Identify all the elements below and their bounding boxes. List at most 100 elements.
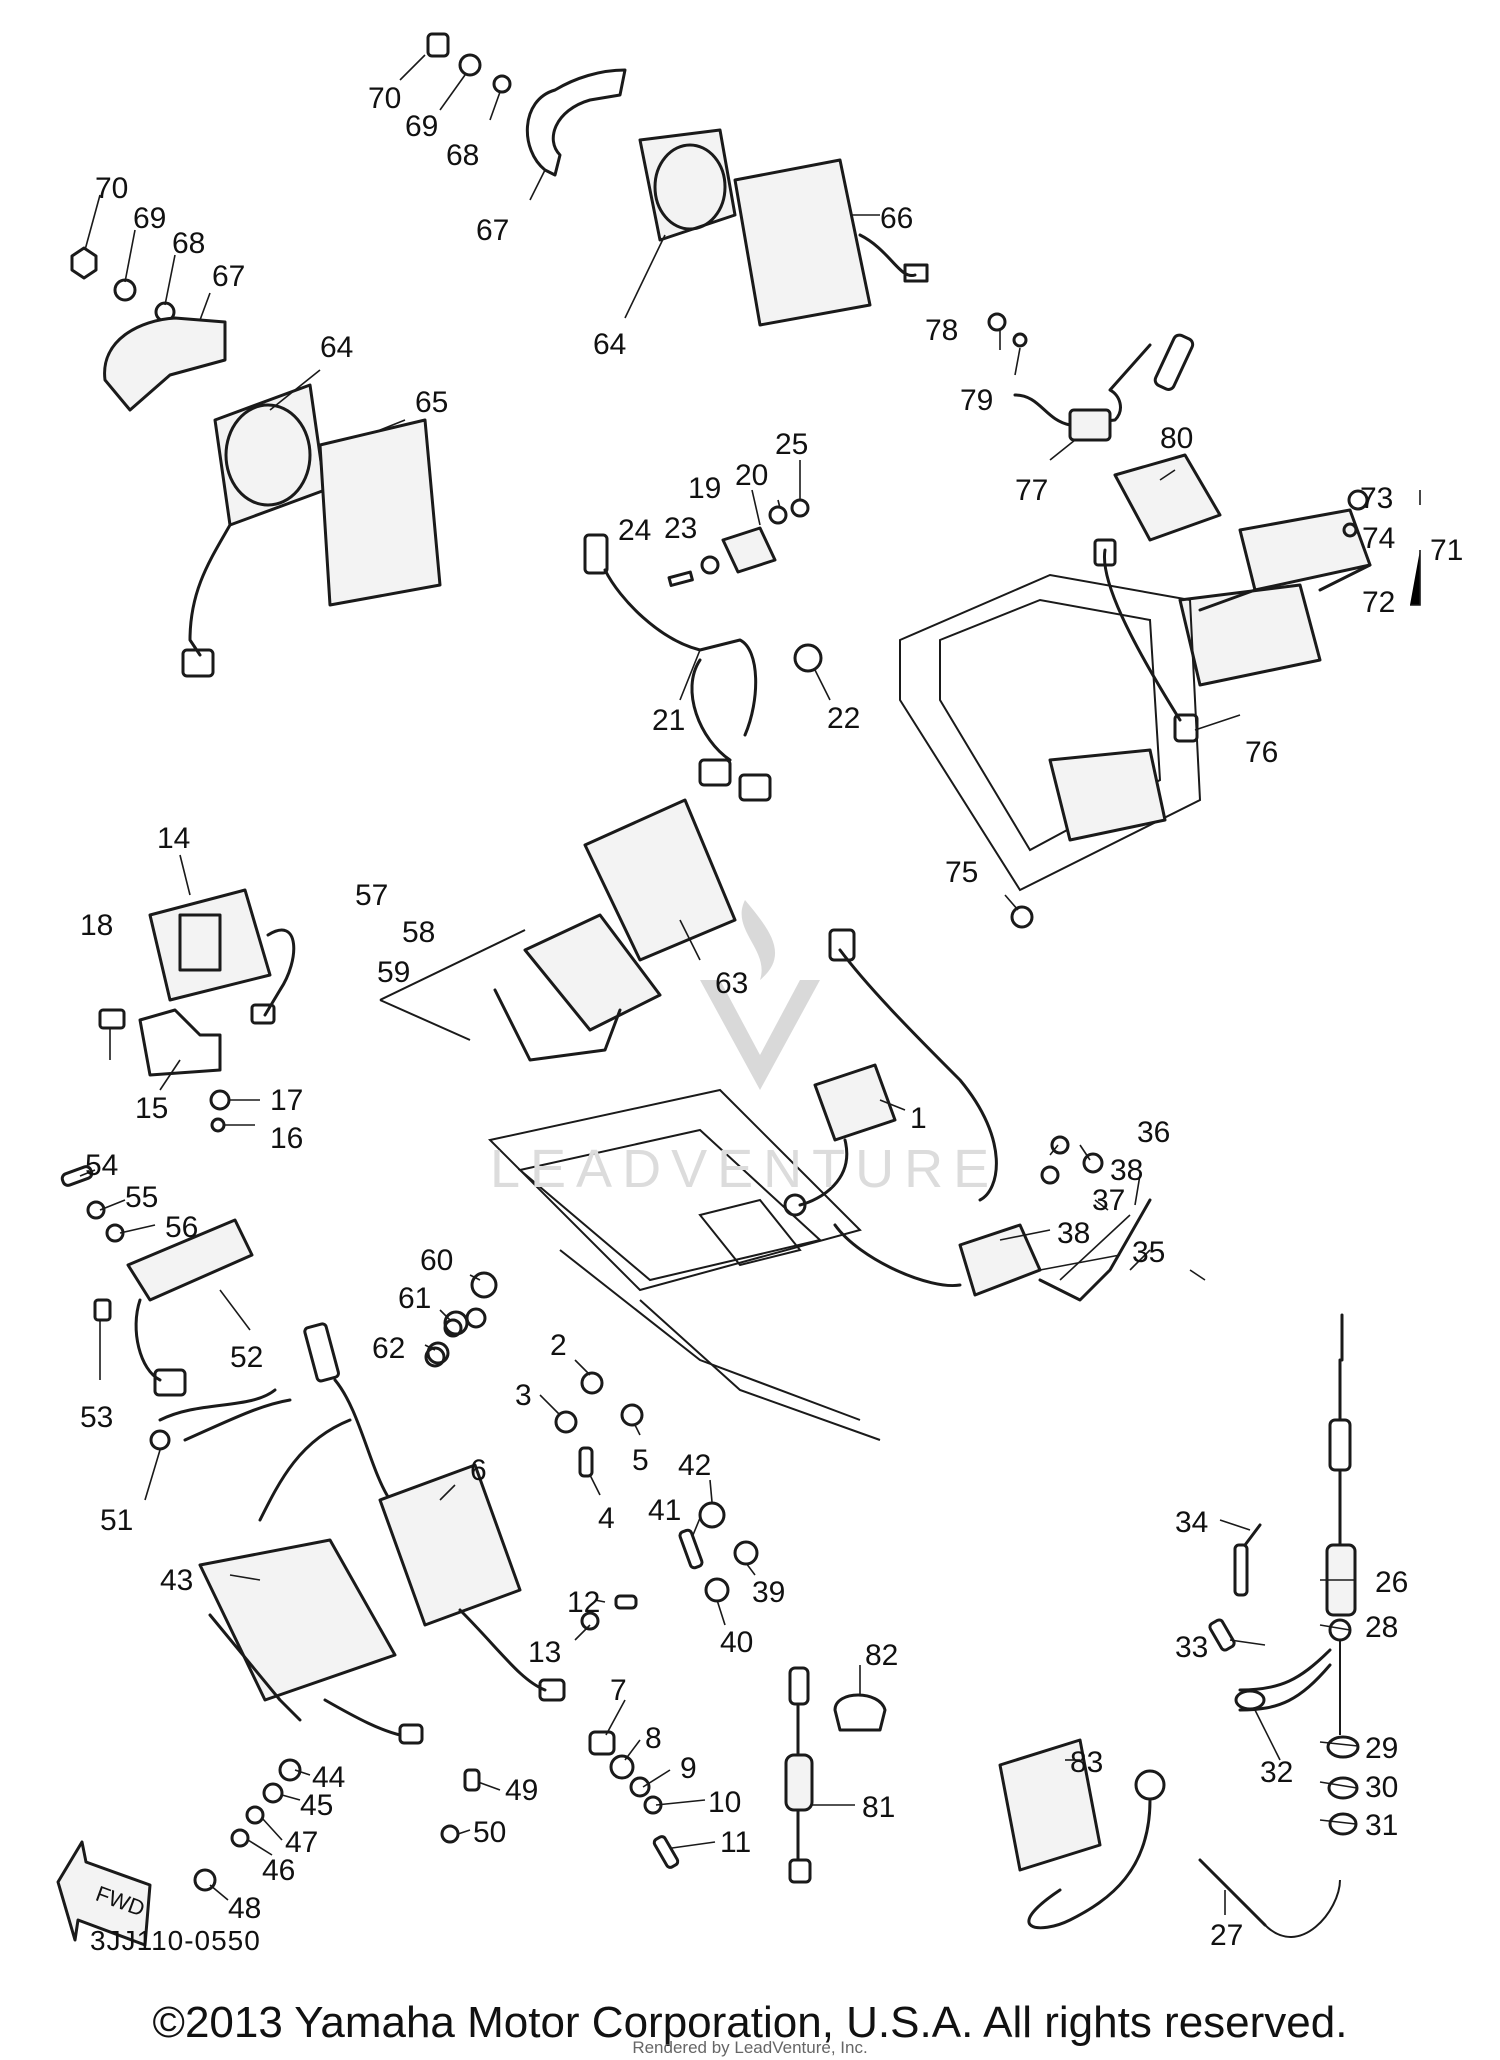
callout-57: 57 xyxy=(355,879,388,912)
washer-icon xyxy=(458,53,482,77)
callout-51: 51 xyxy=(100,1504,133,1537)
screw-icon xyxy=(987,312,1007,332)
fwd-arrow-icon: FWD xyxy=(56,1840,152,1947)
washer-icon xyxy=(492,74,512,94)
callout-9: 9 xyxy=(680,1752,697,1785)
callout-41: 41 xyxy=(648,1494,681,1527)
callout-56: 56 xyxy=(165,1211,198,1244)
callout-20: 20 xyxy=(735,459,768,492)
callout-77: 77 xyxy=(1015,474,1048,507)
callout-42: 42 xyxy=(678,1449,711,1482)
upper-speaker-group xyxy=(426,32,929,327)
left-speaker-group xyxy=(70,246,442,678)
callout-4: 4 xyxy=(598,1502,615,1535)
harness-group xyxy=(60,1165,638,1892)
callout-73: 73 xyxy=(1360,482,1393,515)
callout-59: 59 xyxy=(377,956,410,989)
speaker-cover-icon xyxy=(103,316,227,412)
callout-13: 13 xyxy=(528,1636,561,1669)
callout-69: 69 xyxy=(133,202,166,235)
callout-15: 15 xyxy=(135,1092,168,1125)
callout-81: 81 xyxy=(862,1791,895,1824)
lower-right-group xyxy=(784,1313,1360,1938)
fasteners-group xyxy=(426,1271,759,1869)
callout-74: 74 xyxy=(1362,522,1395,555)
callout-68: 68 xyxy=(446,139,479,172)
relay-icon xyxy=(958,1223,1042,1297)
callout-33: 33 xyxy=(1175,1631,1208,1664)
callout-47: 47 xyxy=(285,1826,318,1859)
switch-icon xyxy=(1068,408,1112,442)
callout-60: 60 xyxy=(420,1244,453,1277)
console-group xyxy=(379,798,1152,1441)
callout-6: 6 xyxy=(470,1454,487,1487)
washer-icon xyxy=(113,278,137,302)
callout-64: 64 xyxy=(593,328,626,361)
copyright-notice: ©2013 Yamaha Motor Corporation, U.S.A. A… xyxy=(152,1998,1348,2047)
callout-70: 70 xyxy=(368,82,401,115)
callout-70: 70 xyxy=(95,172,128,205)
callout-78: 78 xyxy=(925,314,958,347)
callout-3: 3 xyxy=(515,1379,532,1412)
callout-17: 17 xyxy=(270,1084,303,1117)
callout-66: 66 xyxy=(880,202,913,235)
callout-14: 14 xyxy=(157,822,190,855)
switch-icon xyxy=(813,1063,897,1142)
callout-37: 37 xyxy=(1092,1184,1125,1217)
tach-unit-group xyxy=(98,888,296,1133)
callout-21: 21 xyxy=(652,704,685,737)
callout-76: 76 xyxy=(1245,736,1278,769)
callout-30: 30 xyxy=(1365,1771,1398,1804)
callout-40: 40 xyxy=(720,1626,753,1659)
callout-16: 16 xyxy=(270,1122,303,1155)
callout-79: 79 xyxy=(960,384,993,417)
callout-36: 36 xyxy=(1137,1116,1170,1149)
callout-24: 24 xyxy=(618,514,651,547)
screw-icon xyxy=(1347,489,1369,511)
callout-46: 46 xyxy=(262,1854,295,1887)
callout-38: 38 xyxy=(1057,1217,1090,1250)
clamp-icon xyxy=(833,1693,887,1732)
callout-54: 54 xyxy=(85,1149,118,1182)
callout-7: 7 xyxy=(610,1674,627,1707)
diagram-code: 3JJ110-0550 xyxy=(90,1925,261,1956)
cap-icon xyxy=(793,643,823,673)
callout-27: 27 xyxy=(1210,1919,1243,1952)
callout-44: 44 xyxy=(312,1761,345,1794)
relay-icon xyxy=(721,526,777,574)
callout-53: 53 xyxy=(80,1401,113,1434)
callout-72: 72 xyxy=(1362,586,1395,619)
callout-55: 55 xyxy=(125,1181,158,1214)
callout-2: 2 xyxy=(550,1329,567,1362)
callout-58: 58 xyxy=(402,916,435,949)
watermark-text: LEADVENTURE xyxy=(490,1139,1000,1199)
callout-43: 43 xyxy=(160,1564,193,1597)
callout-12: 12 xyxy=(567,1586,600,1619)
callout-1: 1 xyxy=(910,1102,927,1135)
callout-35: 35 xyxy=(1132,1236,1165,1269)
control-box-icon xyxy=(378,1463,522,1627)
callout-62: 62 xyxy=(372,1332,405,1365)
callout-63: 63 xyxy=(715,967,748,1000)
watermark-logo xyxy=(700,900,820,1090)
callout-11: 11 xyxy=(720,1826,751,1859)
callout-65: 65 xyxy=(415,386,448,419)
callout-labels: 70 69 68 67 66 64 70 69 68 67 64 65 78 7… xyxy=(80,82,1463,1952)
cover-plate-icon xyxy=(1113,453,1222,542)
callout-18: 18 xyxy=(80,909,113,942)
callout-69: 69 xyxy=(405,110,438,143)
fuse-holder-icon xyxy=(784,1753,814,1812)
callout-50: 50 xyxy=(473,1816,506,1849)
callout-22: 22 xyxy=(827,702,860,735)
nut-icon xyxy=(70,246,98,280)
callout-26: 26 xyxy=(1375,1566,1408,1599)
callout-23: 23 xyxy=(664,512,697,545)
callout-28: 28 xyxy=(1365,1611,1398,1644)
junction-box-icon xyxy=(198,1538,397,1702)
cdi-unit-icon xyxy=(126,1218,254,1302)
callout-32: 32 xyxy=(1260,1756,1293,1789)
callout-48: 48 xyxy=(228,1892,261,1925)
console-panel-icon xyxy=(523,913,662,1032)
washer-icon xyxy=(1012,332,1028,348)
